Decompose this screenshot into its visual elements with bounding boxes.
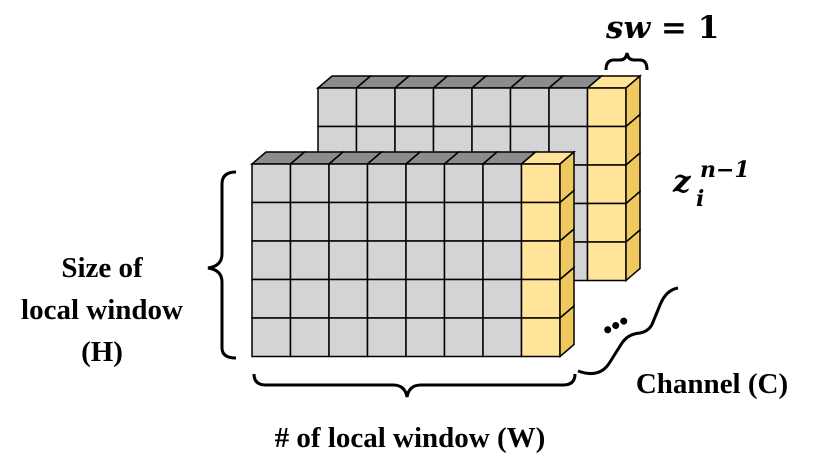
front-block-highlight-cell — [520, 317, 561, 358]
front-block-cell — [443, 240, 484, 281]
width-brace — [252, 373, 577, 398]
back-block-highlight-cell — [586, 87, 627, 128]
back-block-cell — [509, 87, 550, 128]
front-block-highlight-cell — [520, 278, 561, 319]
back-block-cell — [471, 87, 512, 128]
front-block-cell — [443, 201, 484, 242]
front-block-cell — [482, 240, 523, 281]
front-block-cell — [443, 163, 484, 204]
front-block-cell — [366, 278, 407, 319]
front-block-cell — [328, 278, 369, 319]
sw-brace — [604, 52, 649, 71]
front-block-cell — [405, 278, 446, 319]
back-block-side-face — [625, 228, 641, 283]
ellipsis-dots: ••• — [597, 306, 635, 344]
front-block-highlight-cell — [520, 201, 561, 242]
z-superscript: n−1 — [700, 157, 750, 183]
front-block-cell — [405, 201, 446, 242]
front-block-highlight-cell — [520, 240, 561, 281]
front-block-cell — [405, 163, 446, 204]
front-block-cell — [443, 317, 484, 358]
front-block-cell — [366, 163, 407, 204]
back-block-cell — [548, 87, 589, 128]
front-block-cell — [328, 163, 369, 204]
size-label-line2: local window — [21, 294, 183, 326]
height-brace — [207, 170, 237, 360]
front-block-cell — [251, 201, 292, 242]
front-block-cell — [366, 201, 407, 242]
front-block-cell — [405, 317, 446, 358]
front-block-cell — [289, 163, 330, 204]
front-block-cell — [328, 240, 369, 281]
front-block-cell — [251, 163, 292, 204]
back-block-cell — [317, 87, 358, 128]
channel-label: Channel (C) — [636, 368, 788, 400]
width-label: # of local window (W) — [275, 422, 546, 454]
front-block-cell — [289, 317, 330, 358]
back-block-cell — [394, 87, 435, 128]
back-block-cell — [355, 87, 396, 128]
front-block-cell — [289, 240, 330, 281]
front-tensor-block — [249, 150, 577, 359]
front-block-cell — [328, 201, 369, 242]
front-block-cell — [443, 278, 484, 319]
front-block-cell — [328, 317, 369, 358]
front-block-cell — [366, 240, 407, 281]
front-block-highlight-cell — [520, 163, 561, 204]
front-block-cell — [289, 278, 330, 319]
sw-label: sw = 1 — [605, 10, 719, 46]
front-block-cell — [251, 278, 292, 319]
front-block-cell — [482, 317, 523, 358]
sw-value: = 1 — [650, 10, 719, 46]
front-block-cell — [405, 240, 446, 281]
sw-symbol: sw — [605, 10, 651, 46]
front-block-cell — [251, 317, 292, 358]
size-label-line3: (H) — [81, 336, 123, 368]
channel-brace — [577, 286, 679, 375]
z-symbol: z — [672, 164, 692, 200]
back-block-cell — [432, 87, 473, 128]
front-block-cell — [366, 317, 407, 358]
back-block-highlight-cell — [586, 164, 627, 205]
back-block-highlight-cell — [586, 241, 627, 282]
front-block-cell — [251, 240, 292, 281]
size-label-line1: Size of — [61, 252, 143, 284]
front-block-side-face — [559, 304, 575, 359]
front-block-cell — [482, 163, 523, 204]
z-subscript: i — [696, 186, 704, 212]
front-block-cell — [482, 201, 523, 242]
front-block-cell — [289, 201, 330, 242]
back-block-highlight-cell — [586, 125, 627, 166]
back-block-highlight-cell — [586, 202, 627, 243]
front-block-cell — [482, 278, 523, 319]
